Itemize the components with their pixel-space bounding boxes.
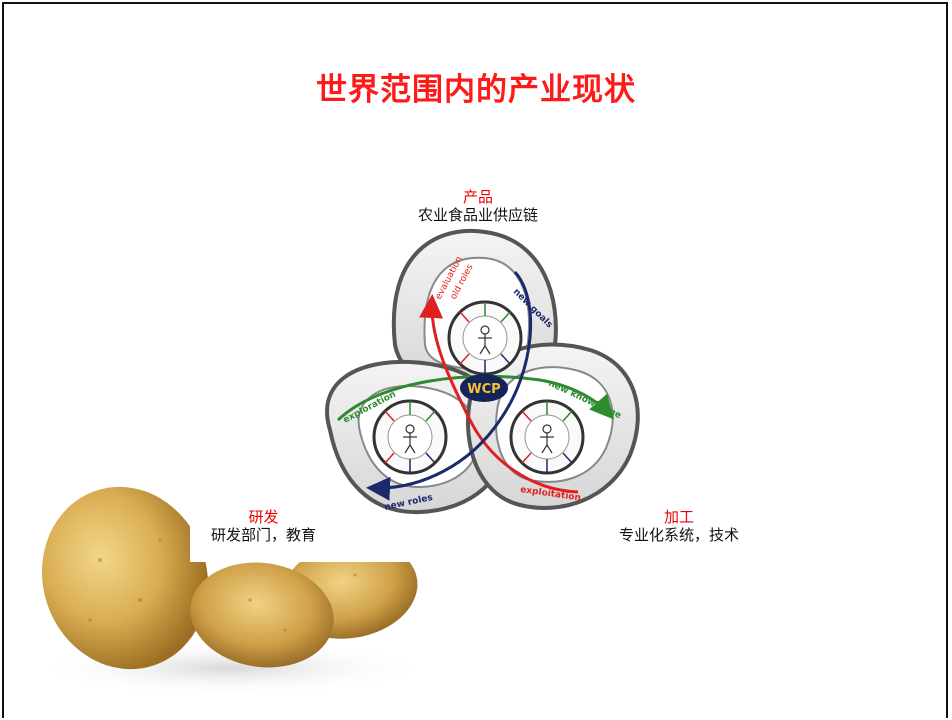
navy-arrow [366, 271, 533, 501]
slide-title: 世界范围内的产业现状 [316, 72, 636, 108]
wcp-badge: WCP [460, 374, 508, 402]
wheel-top [447, 300, 523, 376]
label-product-sub: 农业食品业供应链 [417, 206, 538, 224]
label-rnd: 研发 研发部门，教育 [196, 508, 331, 544]
label-product: 产品 农业食品业供应链 [408, 188, 548, 224]
wheel-left [372, 399, 448, 475]
label-processing: 加工 专业化系统，技术 [604, 508, 754, 544]
red-arrow [419, 294, 579, 494]
label-processing-sub: 专业化系统，技术 [618, 526, 739, 544]
label-rnd-head: 研发 [248, 508, 279, 526]
label-rnd-sub: 研发部门，教育 [210, 526, 316, 544]
wcp-label: WCP [467, 382, 500, 397]
label-processing-head: 加工 [663, 508, 694, 526]
label-product-head: 产品 [462, 188, 493, 206]
green-arrow [336, 374, 614, 422]
wheel-right [509, 399, 585, 475]
